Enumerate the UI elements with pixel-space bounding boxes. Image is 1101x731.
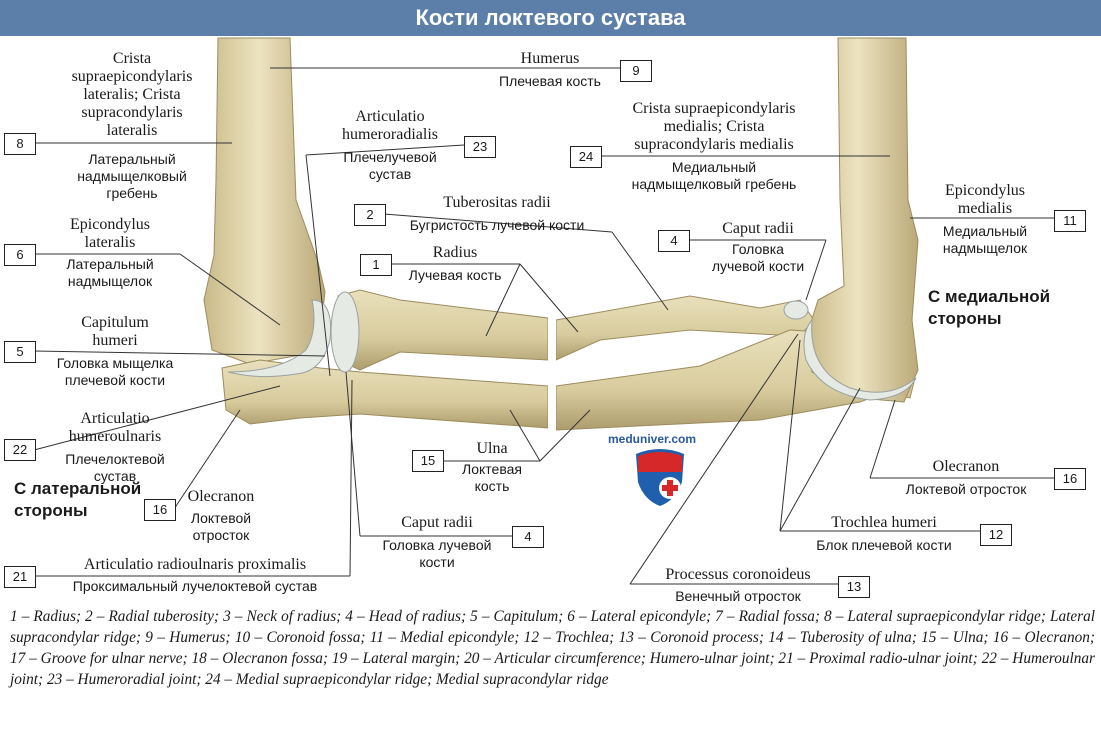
number-box-5: 5 xyxy=(4,341,36,363)
side-label-lateral: С латеральной стороны xyxy=(14,479,142,520)
russian-name: Лучевая кость xyxy=(408,267,502,283)
radial-head-medial xyxy=(783,300,809,320)
latin-name: Epicondylus medialis xyxy=(945,182,1025,217)
russian-name: Головка лучевой кости xyxy=(711,241,805,274)
leader-lines xyxy=(33,67,1056,585)
russian-name: Латеральный надмыщелковый гребень xyxy=(77,151,187,201)
russian-name: Бугристость лучевой кости xyxy=(409,217,585,233)
latin-name: Tuberositas radii xyxy=(443,194,551,211)
header-bar: Кости локтевого сустава xyxy=(0,0,1101,36)
russian-name: Плечелоктевой сустав xyxy=(65,451,165,484)
label-crista-lateral: Crista supraepicondylaris lateralis; Cri… xyxy=(52,50,212,141)
russian-name: Блок плечевой кости xyxy=(816,537,952,553)
latin-name: Olecranon xyxy=(932,458,1000,475)
label-olecranon-lateral: Olecranon Локтевой отросток xyxy=(176,488,266,544)
number-box-22: 22 xyxy=(4,439,36,461)
number-box-9: 9 xyxy=(620,60,652,82)
humerus-medial-bone xyxy=(807,37,919,403)
label-art-humeroradialis: Articulatio humeroradialis Плечелучевой … xyxy=(320,108,460,183)
latin-name: Radius xyxy=(432,244,478,261)
latin-name: Ulna xyxy=(476,440,508,457)
russian-name: Латеральный надмыщелок xyxy=(66,256,154,289)
russian-name: Локтевой отросток xyxy=(190,510,252,543)
number-box-15: 15 xyxy=(412,450,444,472)
latin-name: Epicondylus lateralis xyxy=(70,216,150,251)
site-logo-text[interactable]: meduniver.com xyxy=(608,432,697,446)
number-box-24: 24 xyxy=(570,146,602,168)
page-title: Кости локтевого сустава xyxy=(415,5,686,30)
humerus-lateral-bone xyxy=(203,37,326,365)
label-ulna: Ulna Локтевая кость xyxy=(444,440,540,495)
number-box-12: 12 xyxy=(980,524,1012,546)
russian-name: Венечный отросток xyxy=(675,588,801,604)
number-box-21: 21 xyxy=(4,566,36,588)
latin-name: Caput radii xyxy=(722,220,794,237)
number-box-13: 13 xyxy=(838,576,870,598)
latin-name: Processus coronoideus xyxy=(665,566,811,583)
russian-name: Плечевая кость xyxy=(499,73,601,89)
number-box-11: 11 xyxy=(1054,210,1086,232)
label-tuberositas: Tuberositas radii Бугристость лучевой ко… xyxy=(386,194,608,234)
radius-lateral-bone xyxy=(337,289,549,371)
label-trochlea: Trochlea humeri Блок плечевой кости xyxy=(794,514,974,554)
russian-name: Медиальный надмыщелковый гребень xyxy=(631,159,797,192)
russian-name: Головка мыщелка плечевой кости xyxy=(56,355,174,388)
shield-logo-icon xyxy=(636,449,684,506)
latin-name: Crista supraepicondylaris medialis; Cris… xyxy=(632,100,796,153)
russian-name: Проксимальный лучелоктевой сустав xyxy=(72,578,318,594)
number-box-4-top: 4 xyxy=(658,230,690,252)
side-label-medial: С медиальной стороны xyxy=(928,287,1051,328)
latin-name: Caput radii xyxy=(401,514,473,531)
label-epicondylus-lateral: Epicondylus lateralis Латеральный надмыщ… xyxy=(40,216,180,290)
russian-name: Локтевая кость xyxy=(462,461,522,494)
number-box-23: 23 xyxy=(464,136,496,158)
radial-head-lateral xyxy=(330,291,360,373)
latin-name: Humerus xyxy=(520,50,580,67)
number-box-16-lateral: 16 xyxy=(144,499,176,521)
latin-name: Articulatio radioulnaris proximalis xyxy=(83,556,307,573)
latin-name: Articulatio humeroulnaris xyxy=(68,410,162,445)
legend-text: 1 – Radius; 2 – Radial tuberosity; 3 – N… xyxy=(10,608,1095,688)
latin-name: Crista supraepicondylaris lateralis; Cri… xyxy=(71,50,193,139)
label-art-humeroulnaris: Articulatio humeroulnaris Плечелоктевой … xyxy=(40,410,190,485)
label-caput-radii-top: Caput radii Головка лучевой кости xyxy=(690,220,826,275)
bone-break-gap xyxy=(548,295,556,440)
trochlea-cartilage xyxy=(803,318,917,401)
number-box-8: 8 xyxy=(4,133,36,155)
label-radius: Radius Лучевая кость xyxy=(392,244,518,284)
number-box-4-bottom: 4 xyxy=(512,526,544,548)
label-crista-lateral-ru: Латеральный надмыщелковый гребень xyxy=(52,148,212,202)
label-art-radioulnaris: Articulatio radioulnaris proximalis Прок… xyxy=(40,556,350,595)
label-capitulum: Capitulum humeri Головка мыщелка плечево… xyxy=(40,314,190,389)
label-coronoid: Processus coronoideus Венечный отросток xyxy=(640,566,836,605)
latin-name: Trochlea humeri xyxy=(831,514,937,531)
russian-name: Медиальный надмыщелок xyxy=(942,223,1028,256)
latin-name: Olecranon xyxy=(187,488,255,505)
number-box-2: 2 xyxy=(354,204,386,226)
capitulum-cartilage xyxy=(227,299,332,378)
label-caput-radii-bottom: Caput radii Головка лучевой кости xyxy=(362,514,512,571)
latin-name: Capitulum humeri xyxy=(81,314,149,349)
latin-name: Articulatio humeroradialis xyxy=(342,108,438,143)
russian-name: Головка лучевой кости xyxy=(382,537,492,570)
russian-name: Локтевой отросток xyxy=(905,481,1027,497)
label-olecranon-medial: Olecranon Локтевой отросток xyxy=(880,458,1052,498)
label-epicondylus-medial: Epicondylus medialis Медиальный надмыщел… xyxy=(920,182,1050,257)
number-box-6: 6 xyxy=(4,244,36,266)
label-crista-medial: Crista supraepicondylaris medialis; Cris… xyxy=(604,100,824,193)
russian-name: Плечелучевой сустав xyxy=(343,149,437,182)
number-box-16-medial: 16 xyxy=(1054,468,1086,490)
number-box-1: 1 xyxy=(360,254,392,276)
label-humerus: Humerus Плечевая кость xyxy=(470,50,630,90)
